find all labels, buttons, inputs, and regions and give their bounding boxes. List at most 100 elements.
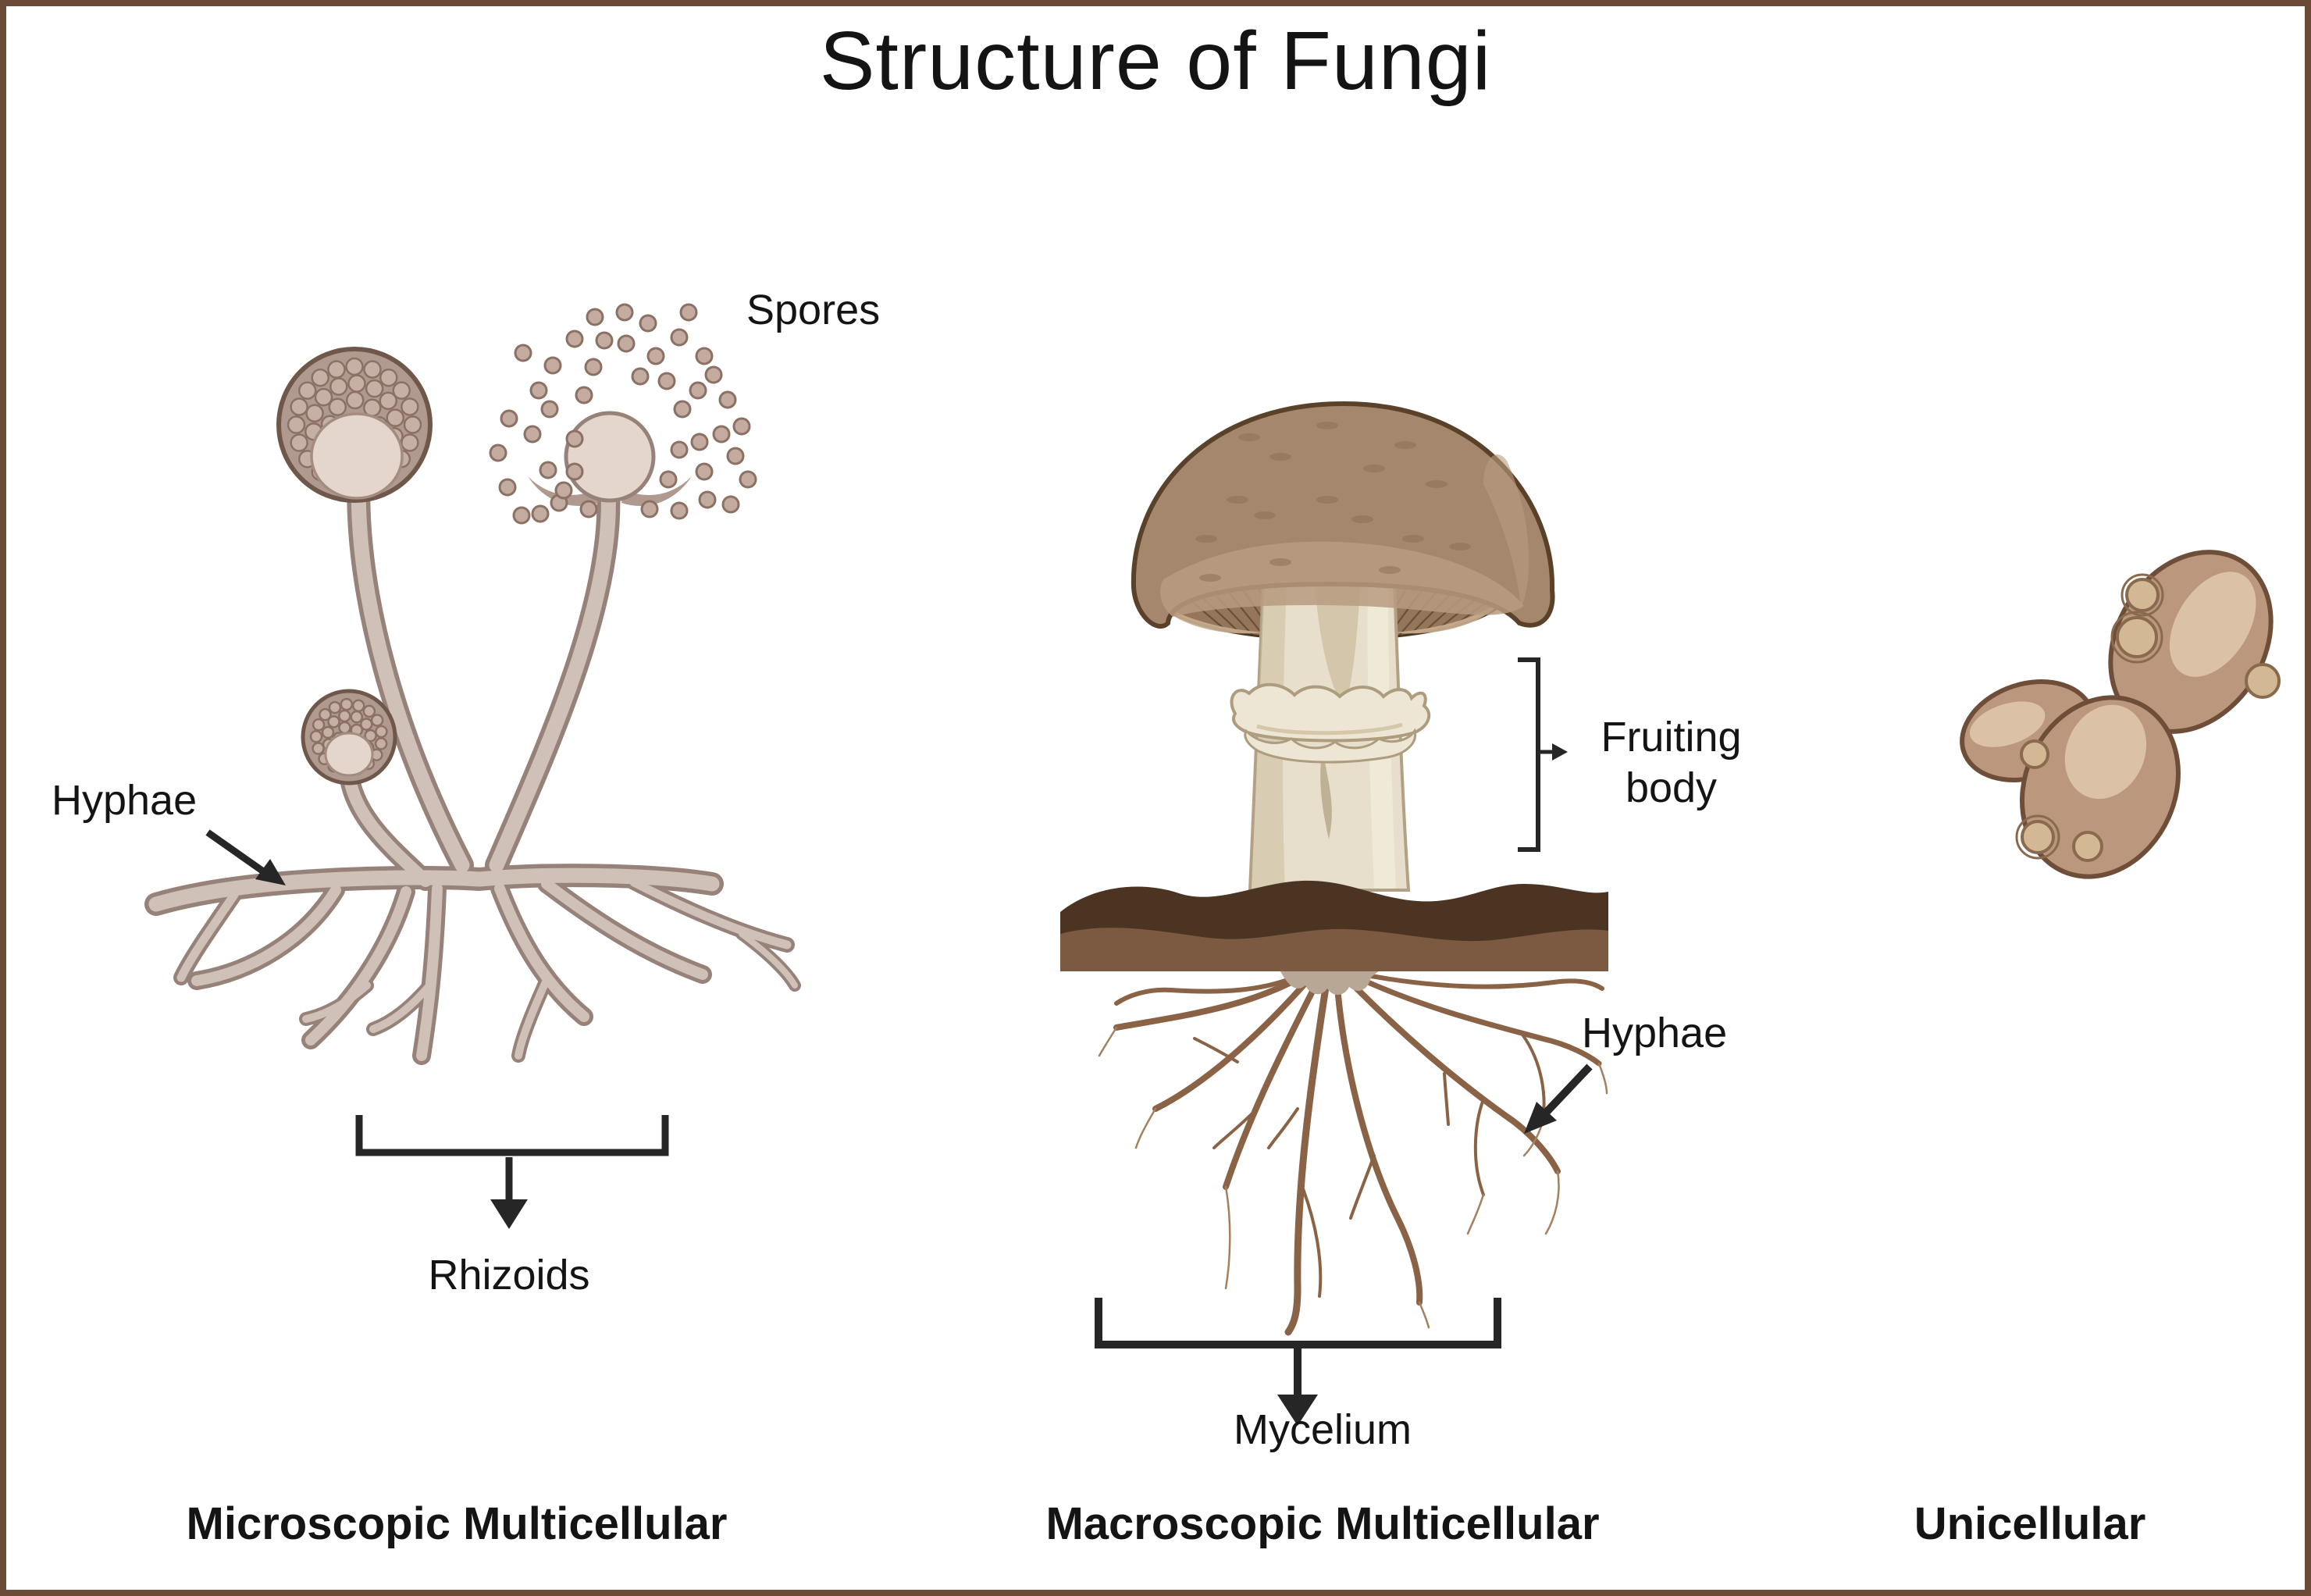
sporangium-dot — [362, 704, 376, 718]
spore-dot — [565, 462, 584, 481]
vesicle-wing-left — [528, 476, 598, 506]
spore-dot — [695, 347, 714, 365]
spore-dot — [512, 506, 531, 525]
spore-dot — [739, 470, 757, 489]
fruiting-body-arrowhead — [1552, 743, 1568, 761]
bud-scar — [2072, 831, 2103, 862]
sporangium-dot — [351, 699, 365, 713]
spore-dot — [543, 356, 562, 375]
caption-macroscopic-multicellular: Macroscopic Multicellular — [1045, 1498, 1600, 1549]
spore-dot — [531, 504, 550, 523]
sporangium-dot — [312, 718, 326, 732]
spore-dot — [659, 470, 678, 489]
sporangium-dot — [401, 433, 419, 452]
columella-small — [324, 732, 374, 777]
sporangium-dot — [374, 737, 388, 750]
sporangium-dot — [327, 360, 346, 379]
spore-dot — [554, 481, 573, 500]
spore-dot — [732, 417, 751, 436]
rhizoids-label: Rhizoids — [428, 1252, 590, 1299]
sporangium-dot — [297, 381, 317, 400]
bud-scar — [2021, 820, 2055, 854]
bud-scar — [2125, 578, 2160, 612]
sporangium-dot — [328, 700, 342, 714]
sporangium-dot — [319, 707, 332, 721]
sporangium-dot — [401, 397, 419, 416]
sporangium-dot — [345, 357, 364, 376]
sporangium-dot — [314, 387, 333, 407]
mycelium-label: Mycelium — [1233, 1406, 1412, 1453]
sporangium-small — [301, 689, 397, 786]
vesicle — [564, 411, 656, 503]
sporangium-dot — [375, 725, 388, 739]
cap — [1131, 401, 1555, 629]
spore-dot — [500, 409, 518, 428]
sporangium-dot — [311, 368, 329, 387]
spore-dot — [690, 433, 709, 451]
sporangiophore-open — [528, 411, 692, 506]
sporangium-dot — [370, 714, 384, 727]
spore-dot — [726, 447, 745, 465]
root-crown — [1280, 971, 1379, 996]
sporangium-dot — [312, 742, 325, 755]
yeast-illustration — [1960, 550, 2281, 879]
spore-dot — [539, 461, 557, 479]
sporangium-dot — [364, 729, 377, 743]
spores-label: Spores — [746, 287, 881, 333]
spore-dot — [575, 386, 593, 404]
sporangium-dot — [379, 391, 397, 411]
spore-dot — [698, 490, 717, 509]
sporangium-dot — [347, 374, 366, 393]
soil — [1060, 880, 1608, 971]
bud-scar — [2245, 663, 2281, 699]
sporangium-dot — [403, 415, 422, 434]
bud-scar — [2020, 739, 2049, 769]
spore-dot — [673, 400, 692, 419]
page-title: Structure of Fungi — [819, 15, 1492, 107]
sporangium-dot — [346, 390, 365, 410]
bud-scar — [2116, 616, 2158, 658]
sporangium-dot — [287, 415, 306, 434]
spore-dot — [579, 500, 598, 518]
spore-dot — [695, 462, 714, 481]
sporangium-dot — [290, 397, 308, 416]
annotations — [205, 657, 1593, 1426]
mycelium-arrowhead — [1277, 1395, 1318, 1426]
spore-cloud — [489, 303, 757, 525]
spore-dot — [640, 500, 659, 518]
sporangium-dot — [338, 709, 351, 723]
spore-dot — [704, 365, 723, 384]
hyphae-mold-arrow — [205, 829, 268, 876]
spore-dot — [631, 367, 650, 386]
mold-illustration — [144, 303, 801, 1065]
cap-speckles — [1195, 422, 1471, 582]
spore-dot — [523, 425, 542, 444]
sporangium-dot — [290, 433, 308, 452]
bud-scar-ring — [2120, 573, 2164, 617]
caption-microscopic-multicellular: Microscopic Multicellular — [186, 1498, 728, 1549]
cap-highlight-band — [1160, 541, 1524, 617]
sporangium-dot — [363, 360, 382, 379]
spore-dot — [718, 390, 737, 409]
spore-dot — [670, 440, 689, 459]
fruiting-body-bracket — [1518, 657, 1540, 852]
spore-dot — [586, 308, 604, 326]
rhizoids-bracket — [355, 1115, 669, 1156]
columella-large — [310, 412, 404, 500]
sporangium-dot — [350, 710, 364, 724]
rhizoids-arrowhead — [490, 1199, 528, 1229]
mushroom-illustration — [1060, 401, 1608, 1336]
hyphae-label-mold: Hyphae — [52, 777, 198, 824]
sporangium-dot — [340, 697, 354, 711]
spore-dot — [712, 425, 731, 444]
spore-dot — [540, 400, 559, 419]
spore-dot — [679, 303, 698, 322]
sporangium-dot — [386, 408, 404, 427]
cap-highlight-side — [1483, 454, 1529, 609]
cap-underside-rim-right — [1393, 600, 1504, 634]
bud-scar-ring — [2015, 814, 2060, 860]
spore-dot — [689, 381, 707, 400]
spore-dot — [529, 381, 548, 400]
vesicle-wing-right — [621, 476, 692, 506]
